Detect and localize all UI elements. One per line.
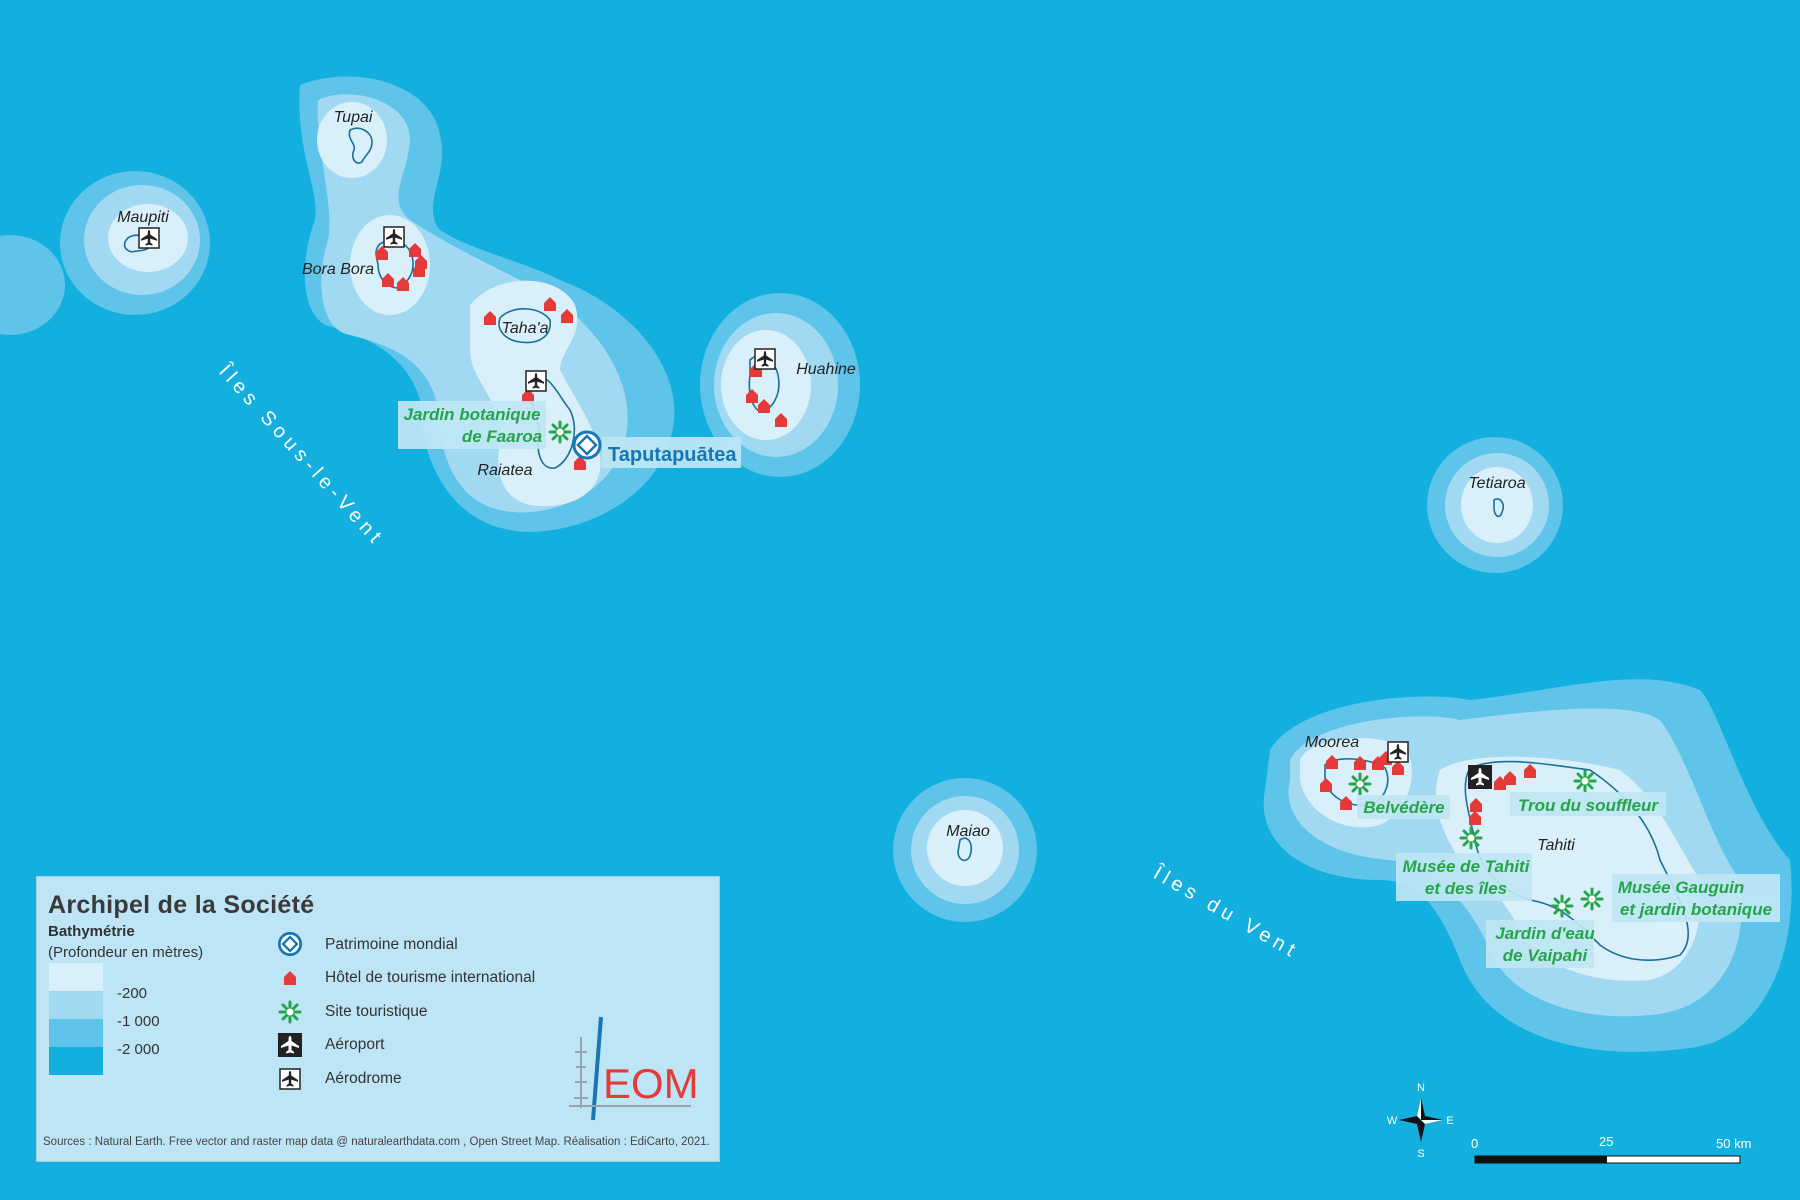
site-icon — [278, 1000, 302, 1024]
site-label-musee-tahiti-1: Musée de Tahiti — [1403, 857, 1531, 876]
heritage-icon — [277, 931, 303, 957]
site-label-gauguin-2: et jardin botanique — [1620, 900, 1772, 919]
legend-label-heritage: Patrimoine mondial — [325, 936, 458, 953]
place-label-maupiti: Maupiti — [117, 209, 169, 226]
legend-label-hotel: Hôtel de tourisme international — [325, 969, 536, 986]
depth-swatch-deep — [49, 1019, 103, 1047]
airport-icon — [278, 1033, 302, 1057]
site-icon — [1580, 887, 1604, 911]
site-icon — [1459, 826, 1483, 850]
legend-label-aerodrome: Aérodrome — [325, 1070, 402, 1087]
site-label-belvedere: Belvédère — [1363, 798, 1444, 817]
place-label-moorea: Moorea — [1305, 734, 1359, 751]
legend-panel: Archipel de la Société Bathymétrie (Prof… — [36, 876, 720, 1162]
scale-label-25: 25 — [1599, 1134, 1613, 1149]
site-label-trou: Trou du souffleur — [1518, 796, 1659, 815]
place-label-tahiti: Tahiti — [1537, 837, 1575, 854]
site-icon — [1573, 769, 1597, 793]
ieom-logo: EOM — [569, 1016, 697, 1121]
scale-bar: 0 25 50 km — [1471, 1134, 1751, 1164]
site-label-faaroa-2: de Faaroa — [462, 427, 542, 446]
heritage-icon — [572, 430, 602, 460]
aerodrome-icon — [1387, 741, 1409, 763]
sources-note: Sources : Natural Earth. Free vector and… — [43, 1136, 710, 1148]
place-label-tupai: Tupai — [334, 109, 373, 126]
depth-swatch-ocean — [49, 1047, 103, 1075]
site-label-backgrounds — [398, 401, 1780, 968]
compass-s: S — [1417, 1148, 1424, 1160]
place-label-maiao: Maiao — [946, 823, 990, 840]
logo-text: EOM — [603, 1060, 697, 1107]
hotel-icon — [284, 971, 296, 985]
site-label-vaipahi-2: de Vaipahi — [1503, 946, 1589, 965]
scale-label-50: 50 km — [1716, 1136, 1751, 1151]
site-label-vaipahi-1: Jardin d'eau — [1495, 924, 1595, 943]
aerodrome-icon — [383, 226, 405, 248]
aerodrome-icon — [279, 1068, 301, 1090]
compass-rose: N S E W — [1387, 1082, 1454, 1160]
compass-n: N — [1417, 1082, 1425, 1094]
depth-swatch-mid — [49, 991, 103, 1019]
depth-label: -200 — [117, 985, 148, 1002]
heritage-label-taputapuatea: Taputapuātea — [608, 444, 737, 466]
legend-label-site: Site touristique — [325, 1003, 428, 1020]
place-label-tetiaroa: Tetiaroa — [1468, 475, 1525, 492]
bathymetry-unit: (Profondeur en mètres) — [48, 944, 204, 961]
scale-label-0: 0 — [1471, 1136, 1478, 1151]
place-label-bora-bora: Bora Bora — [302, 261, 374, 278]
depth-label: -1 000 — [117, 1013, 160, 1030]
legend-label-airport: Aéroport — [325, 1036, 385, 1053]
airport-marker — [1468, 765, 1492, 789]
aerodrome-icon — [525, 370, 547, 392]
depth-swatch-shallow — [49, 963, 103, 991]
compass-w: W — [1387, 1115, 1398, 1127]
place-label-huahine: Huahine — [796, 361, 856, 378]
site-label-faaroa-1: Jardin botanique — [404, 405, 541, 424]
site-icon — [1348, 772, 1372, 796]
legend-title: Archipel de la Société — [48, 891, 315, 919]
region-label-sous-le-vent: Îles Sous-le-Vent — [214, 359, 390, 551]
bathymetry-heading: Bathymétrie (Profondeur en mètres) — [48, 921, 203, 963]
site-icon — [1550, 894, 1574, 918]
place-label-raiatea: Raiatea — [477, 462, 532, 479]
aerodrome-icon — [754, 348, 776, 370]
depth-label: -2 000 — [117, 1041, 160, 1058]
compass-e: E — [1446, 1115, 1453, 1127]
bathymetry-title: Bathymétrie — [48, 923, 135, 940]
aerodrome-icon — [138, 227, 160, 249]
site-label-gauguin-1: Musée Gauguin — [1618, 878, 1745, 897]
site-icon — [548, 420, 572, 444]
region-label-du-vent: Îles du Vent — [1149, 861, 1304, 964]
site-label-musee-tahiti-2: et des îles — [1425, 879, 1507, 898]
place-label-tahaa: Taha'a — [502, 320, 549, 337]
